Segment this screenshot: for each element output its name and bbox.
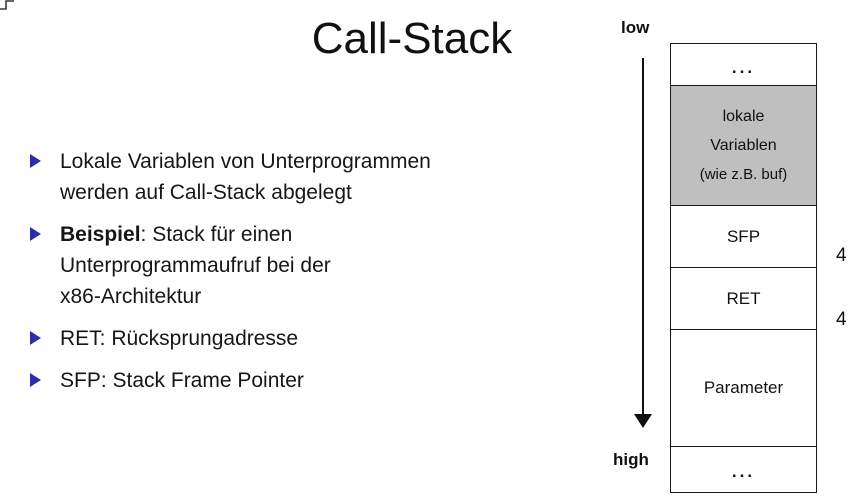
stack-cell-ret: RET	[671, 268, 816, 330]
bullet-item-local-variables: Lokale Variablen von Unterprogrammen wer…	[30, 146, 590, 208]
size-label-ret: 4	[836, 309, 847, 330]
bullet-triangle-icon	[30, 154, 41, 168]
size-label-sfp: 4	[836, 245, 847, 266]
local-vars-line: lokale	[722, 108, 765, 125]
bullet-text-line: SFP: Stack Frame Pointer	[60, 369, 304, 392]
stack-cell-ellipsis-bottom: ...	[731, 462, 756, 481]
bullet-triangle-icon	[30, 331, 41, 345]
bullet-item-sfp: SFP: Stack Frame Pointer	[30, 365, 590, 396]
down-arrow-icon	[634, 58, 652, 428]
bullet-text-line: Unterprogrammaufruf bei der	[60, 254, 331, 277]
bullet-text-line: x86-Architektur	[60, 285, 202, 308]
page-title: Call-Stack	[311, 14, 513, 63]
stack-cell-parameter: Parameter	[671, 330, 816, 447]
beispiel-bold-text: Beispiel	[60, 223, 141, 246]
stack-box: ... lokale Variablen (wie z.B. buf) SFP …	[670, 43, 817, 493]
stack-cell-ellipsis-top: ...	[671, 44, 816, 86]
local-vars-line: (wie z.B. buf)	[699, 166, 788, 183]
bullet-list: Lokale Variablen von Unterprogrammen wer…	[30, 146, 590, 407]
stack-cell-local-variables: lokale Variablen (wie z.B. buf)	[671, 86, 816, 206]
low-label: low	[621, 18, 650, 37]
bullet-item-beispiel: Beispiel: Stack für einen Unterprogramma…	[30, 219, 590, 312]
bullet-text-line: RET: Rücksprungadresse	[60, 327, 299, 350]
stack-cell-sfp: SFP	[671, 206, 816, 268]
bullet-triangle-icon	[30, 227, 41, 241]
local-vars-line: Variablen	[710, 137, 777, 154]
high-label: high	[613, 450, 649, 469]
bullet-triangle-icon	[30, 373, 41, 387]
corner-step-icon	[0, 0, 14, 10]
bullet-text-rest: : Stack für einen	[140, 223, 293, 246]
bullet-text-line: Beispiel: Stack für einen	[60, 219, 590, 250]
bullet-text-line: Lokale Variablen von Unterprogrammen	[60, 150, 431, 173]
bullet-item-ret: RET: Rücksprungadresse	[30, 323, 590, 354]
bullet-text-line: werden auf Call-Stack abgelegt	[60, 181, 352, 204]
